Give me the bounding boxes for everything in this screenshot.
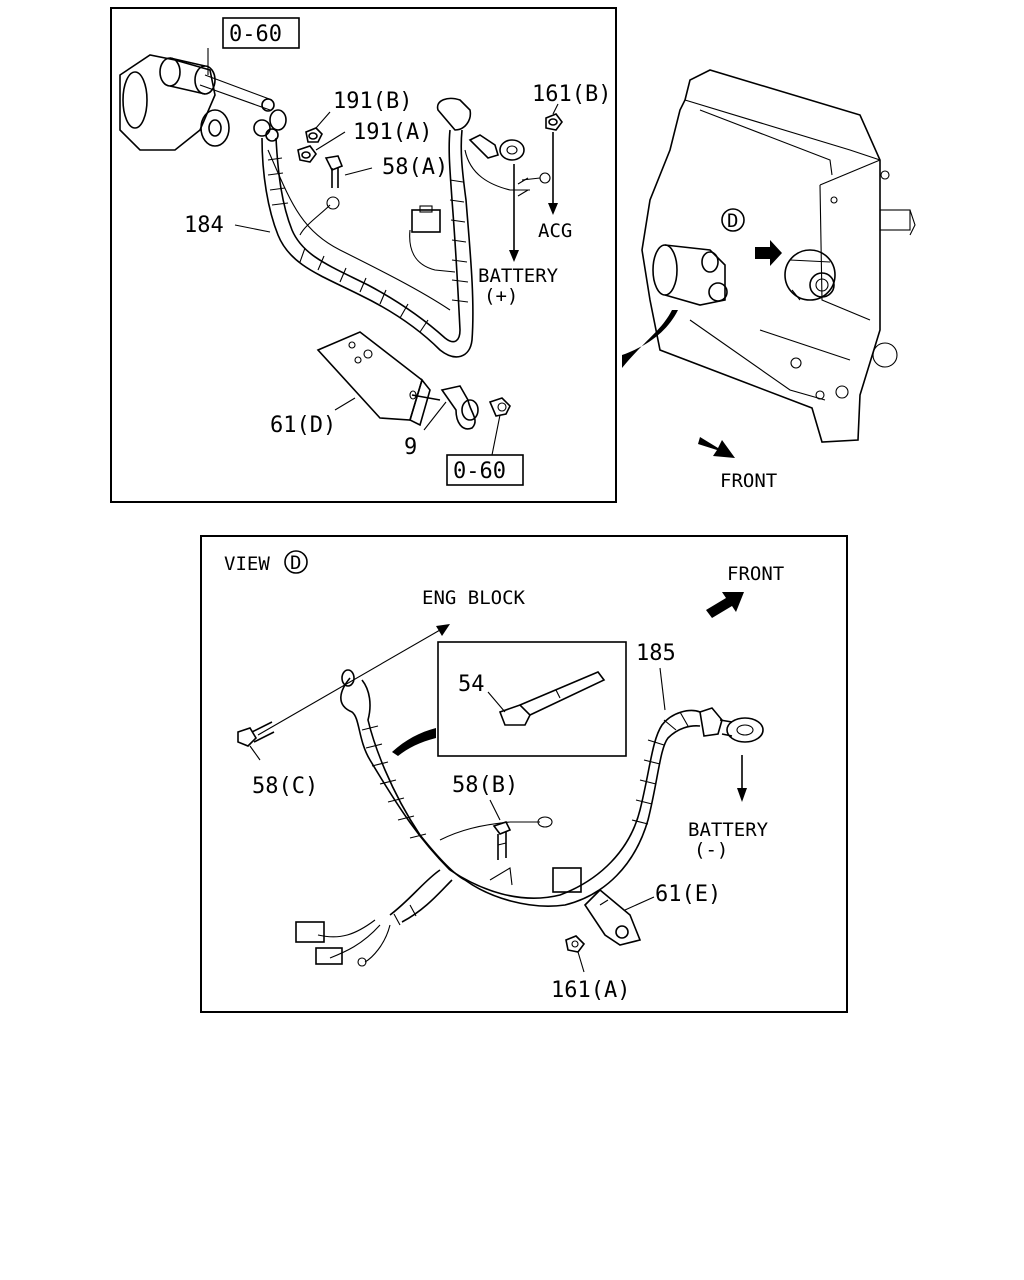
- bracket-61e-drawing: [565, 888, 642, 953]
- harness-185-drawing: [295, 669, 764, 967]
- label-battery-plus-polarity: (+): [484, 285, 518, 307]
- view-d-marker: D: [727, 210, 738, 232]
- inset-box-54: [437, 641, 627, 757]
- inset-pointer-curve: [392, 728, 436, 756]
- ref-box-bottom-label: 0-60: [453, 459, 506, 484]
- label-battery-plus: BATTERY: [478, 265, 559, 287]
- label-191b: 191(B): [333, 89, 412, 114]
- view-d-circle: [721, 208, 745, 232]
- label-185: 185: [636, 641, 676, 666]
- label-191a: 191(A): [353, 120, 432, 145]
- engine-starter-drawing: [652, 244, 728, 306]
- label-61d: 61(D): [270, 413, 336, 438]
- engine-pointer-curve: [622, 310, 678, 368]
- cable-184-drawing: [261, 97, 551, 358]
- ref-box-top-label: 0-60: [229, 22, 282, 47]
- bottom-panel: VIEW D FRONT ENG BLOCK: [200, 535, 848, 1013]
- label-9: 9: [404, 435, 417, 460]
- starter-motor-drawing: [119, 54, 287, 151]
- acg-arrowhead: [548, 203, 558, 215]
- engine-alternator-drawing: [784, 249, 836, 301]
- fastener-drawings: [297, 113, 563, 188]
- label-58a: 58(A): [382, 155, 448, 180]
- view-d-arrow: [755, 240, 782, 266]
- engine-front-label: FRONT: [720, 470, 777, 492]
- top-panel-frame: [110, 7, 617, 503]
- label-acg: ACG: [538, 220, 572, 242]
- bolt-58c-drawing: [237, 721, 275, 747]
- label-161a: 161(A): [551, 978, 630, 1003]
- bottom-view-d-circle: [284, 550, 308, 574]
- bracket-61d-drawing: [316, 331, 441, 427]
- label-58c: 58(C): [252, 774, 318, 799]
- label-battery-minus-polarity: (-): [694, 839, 728, 861]
- ref-box-bottom: [446, 454, 524, 486]
- label-battery-minus: BATTERY: [688, 819, 769, 841]
- eng-block-arrowhead: [436, 624, 450, 636]
- engine-block-outline: [641, 69, 881, 443]
- label-161b: 161(B): [532, 82, 611, 107]
- top-leader-lines: [207, 48, 559, 456]
- bottom-front-arrow: [706, 592, 744, 618]
- engine-front-arrow: [698, 437, 735, 458]
- bottom-front-label: FRONT: [727, 563, 784, 585]
- bottom-view-d-marker: D: [290, 552, 301, 574]
- battery-minus-arrowhead: [737, 788, 747, 802]
- top-panel: 0-60 0-60 191(B) 191(A) 58(A) 161(B) 184…: [110, 7, 617, 503]
- engine-overview: D FRONT: [622, 69, 916, 492]
- label-61e: 61(E): [655, 882, 721, 907]
- label-54: 54: [458, 672, 485, 697]
- ref-box-top: [222, 17, 300, 49]
- label-184: 184: [184, 213, 224, 238]
- battery-plus-arrowhead: [509, 250, 519, 262]
- label-58b: 58(B): [452, 773, 518, 798]
- clip-54-drawing: [498, 704, 531, 726]
- clip-9-drawing: [440, 385, 511, 430]
- eng-block-leader: [257, 629, 441, 736]
- eng-block-label: ENG BLOCK: [422, 587, 526, 609]
- bottom-panel-frame: [200, 535, 848, 1013]
- view-label: VIEW: [224, 553, 270, 575]
- bottom-leader-lines: [249, 667, 666, 973]
